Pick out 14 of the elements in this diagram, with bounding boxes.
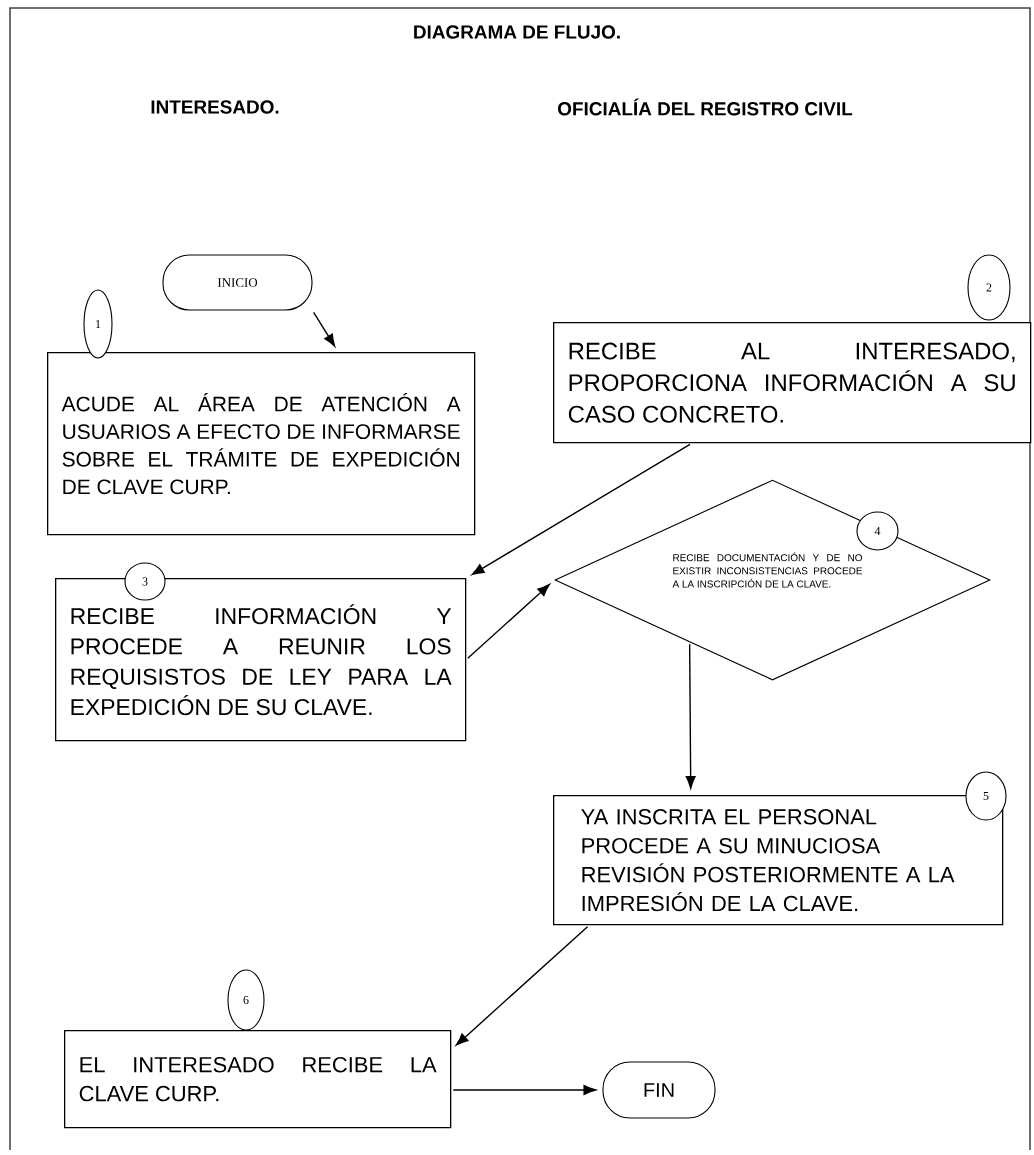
arrow xyxy=(685,643,696,789)
start-terminal: INICIO xyxy=(162,254,313,311)
arrow xyxy=(471,443,691,576)
lane-heading: INTERESADO. xyxy=(151,100,279,114)
arrow xyxy=(455,925,589,1046)
arrow xyxy=(467,583,550,660)
process-box: RECIBE AL INTERESADO, PROPORCIONA INFORMACIÓN A SU CASO CONCRETO. xyxy=(553,322,1032,444)
diagram-title: DIAGRAMA DE FLUJO. xyxy=(414,25,620,39)
lane-heading: OFICIALÍA DEL REGISTRO CIVIL xyxy=(558,98,853,116)
process-box: EL INTERESADO RECIBE LA CLAVE CURP. xyxy=(64,1030,452,1129)
process-box: ACUDE AL ÁREA DE ATENCIÓN A USUARIOS A EFECTO DE INFORMARSE SOBRE EL TRÁMITE DE EXPEDICIÓN DE CLAVE CURP. xyxy=(47,352,476,536)
arrow xyxy=(312,311,336,347)
arrow xyxy=(452,1085,597,1095)
end-terminal: FIN xyxy=(602,1061,716,1119)
